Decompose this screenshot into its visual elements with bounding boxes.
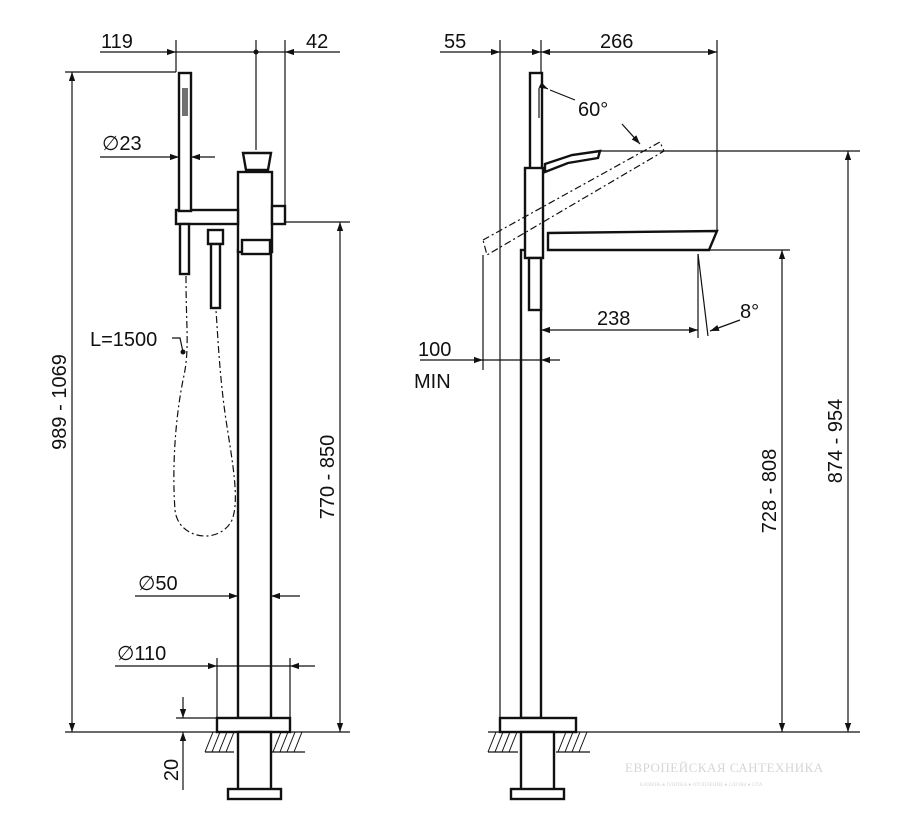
- front-handshower: [177, 71, 193, 213]
- front-hose-connector: [206, 228, 225, 246]
- side-floor-flange: [509, 787, 566, 801]
- side-dim-spout-angle: 8°: [740, 301, 759, 323]
- front-dim-hose-length: L=1500: [90, 329, 157, 351]
- side-dim-wall-clearance-unit: MIN: [414, 371, 451, 393]
- side-dim-spout-reach-total: 266: [600, 31, 633, 53]
- front-diverter: [240, 238, 272, 256]
- front-dim-total-height: 989 - 1069: [49, 354, 71, 450]
- front-dim-body-offset: 42: [306, 31, 328, 53]
- side-floor-hatch: [487, 731, 590, 753]
- side-lever: [543, 149, 602, 174]
- front-holder-arm: [174, 208, 240, 226]
- side-dim-handshower-offset: 55: [444, 31, 466, 53]
- front-column: [236, 248, 273, 720]
- front-dim-handshower-diameter: ∅23: [102, 133, 142, 155]
- front-side-stub: [270, 204, 287, 226]
- front-dim-handshower-offset: 119: [101, 31, 133, 53]
- front-handshower-handle: [178, 222, 191, 276]
- side-dim-lever-height: 874 - 954: [825, 399, 847, 484]
- front-dim-base-diameter: ∅110: [117, 643, 166, 665]
- front-dim-base-thickness: 20: [161, 759, 183, 781]
- watermark-tagline: КАМЕНЬ ● ПЛИТКА ● ОТОПЛЕНИЕ ● САУНЫ ● СП…: [640, 783, 763, 788]
- side-spout: [546, 229, 719, 252]
- front-mixer-cap: [241, 151, 273, 172]
- front-floor-flange: [226, 787, 283, 801]
- front-base-plate: [215, 716, 292, 734]
- watermark-brand: ЕВРОПЕЙСКАЯ САНТЕХНИКА: [625, 760, 824, 775]
- front-view: 119 42 ∅23 L=1500 989 - 1069 770 - 850 ∅…: [49, 31, 350, 801]
- side-mixer-body: [523, 166, 545, 260]
- side-column: [519, 248, 543, 720]
- side-base-plate: [498, 716, 578, 734]
- side-dim-wall-clearance: 100: [418, 339, 451, 361]
- side-view: 55 266 60° 238 8° 100 MIN 728 - 808 874 …: [414, 31, 860, 801]
- side-dim-spout-height: 728 - 808: [759, 449, 781, 534]
- side-dim-lever-angle: 60°: [578, 99, 608, 121]
- front-floor-hatch: [204, 731, 305, 753]
- side-dim-spout-projection: 238: [597, 308, 630, 330]
- front-hose: [173, 275, 236, 537]
- front-dim-outlet-height: 770 - 850: [317, 435, 339, 520]
- front-dim-column-diameter: ∅50: [138, 573, 178, 595]
